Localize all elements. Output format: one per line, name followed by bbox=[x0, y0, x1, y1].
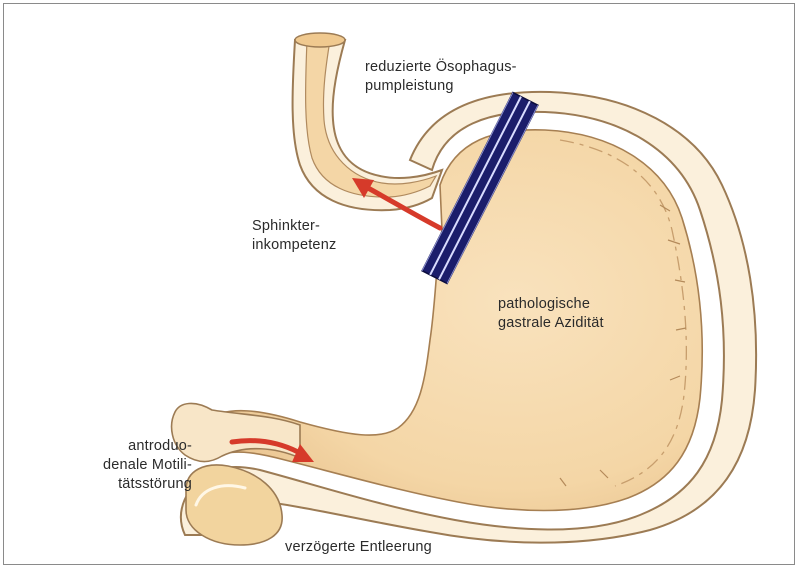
label-motility: antroduo- denale Motili- tätsstörung bbox=[40, 437, 192, 494]
label-delayed-emptying: verzögerte Entleerung bbox=[285, 538, 432, 557]
duodenum-tube bbox=[170, 402, 301, 463]
label-acidity-line1: pathologische bbox=[498, 296, 591, 312]
label-esophagus-line2: pumpleistung bbox=[365, 78, 454, 94]
label-motility-line2: denale Motili- bbox=[102, 457, 192, 473]
label-acidity: pathologische gastrale Azidität bbox=[498, 295, 604, 333]
reflux-arrow-head bbox=[352, 178, 374, 198]
motility-arrow bbox=[229, 438, 301, 455]
esophagus-lumen bbox=[304, 39, 438, 198]
label-esophagus-pump: reduzierte Ösophagus- pumpleistung bbox=[365, 58, 517, 96]
reflux-arrow bbox=[365, 185, 443, 231]
duodenum-highlight bbox=[194, 484, 247, 507]
gastric-fold-marks bbox=[559, 204, 687, 487]
gastric-band bbox=[421, 91, 539, 285]
label-motility-line3: tätsstörung bbox=[118, 476, 192, 492]
stomach-body bbox=[204, 129, 704, 512]
esophagus-opening bbox=[294, 32, 346, 48]
label-acidity-line2: gastrale Azidität bbox=[498, 315, 604, 331]
label-esophagus-line1: reduzierte Ösophagus- bbox=[365, 59, 517, 75]
label-sphincter: Sphinkter- inkompetenz bbox=[252, 217, 336, 255]
label-motility-line1: antroduo- bbox=[128, 438, 192, 454]
gastric-folds bbox=[559, 139, 687, 487]
duodenum-bulb bbox=[185, 464, 283, 546]
label-delayed-emptying-text: verzögerte Entleerung bbox=[285, 539, 432, 555]
motility-arrow-head bbox=[292, 444, 314, 462]
label-sphincter-line1: Sphinkter- bbox=[252, 218, 321, 234]
label-sphincter-line2: inkompetenz bbox=[252, 237, 337, 253]
